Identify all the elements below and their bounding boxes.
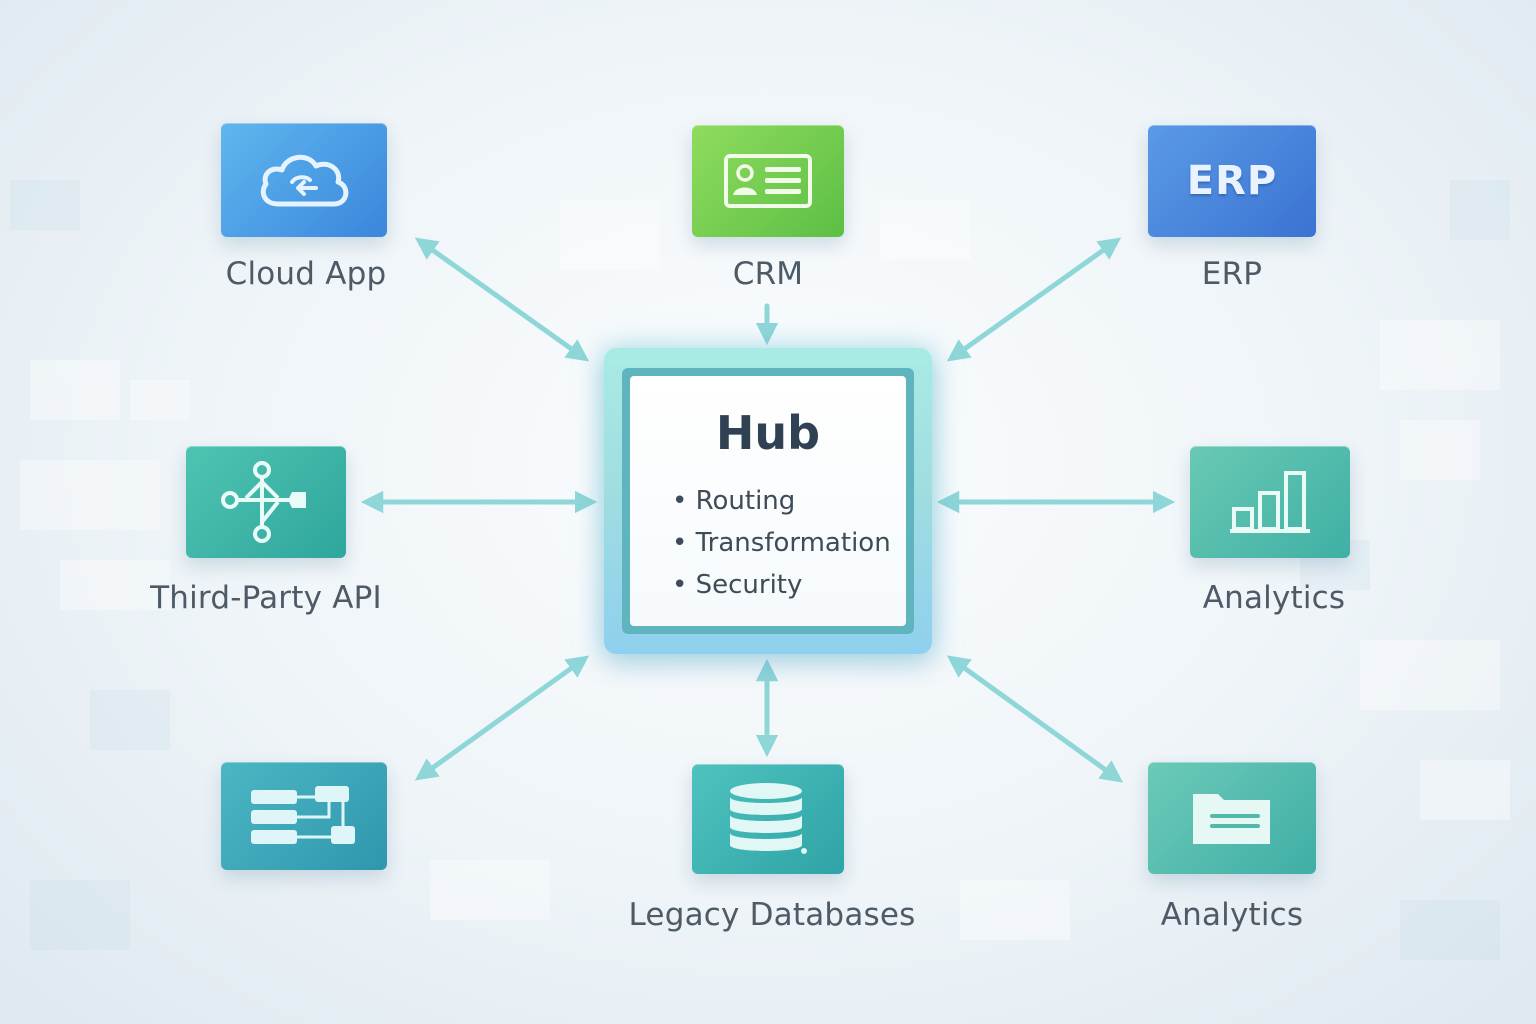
node-label-crm: CRM bbox=[732, 256, 804, 292]
hub-feature-security: Security bbox=[672, 564, 891, 606]
node-label-third-party-api: Third-Party API bbox=[150, 580, 382, 616]
hub-feature-routing: Routing bbox=[672, 480, 891, 522]
analytics-1-tile[interactable] bbox=[1190, 446, 1350, 558]
crm-tile[interactable] bbox=[692, 125, 844, 237]
hub-panel: Hub Routing Transformation Security bbox=[630, 376, 906, 626]
hub-feature-transformation: Transformation bbox=[672, 522, 891, 564]
cloud-sync-icon bbox=[260, 154, 349, 207]
node-label-erp: ERP bbox=[1201, 256, 1263, 292]
node-label-analytics-2: Analytics bbox=[1160, 897, 1304, 933]
legacy-databases-tile[interactable] bbox=[692, 764, 844, 874]
folder-icon bbox=[1193, 794, 1270, 844]
node-label-analytics-1: Analytics bbox=[1202, 580, 1346, 616]
cloud-app-tile[interactable] bbox=[221, 123, 387, 237]
arrow-cloud-app bbox=[414, 237, 590, 362]
hub-feature-list: Routing Transformation Security bbox=[672, 480, 891, 606]
hub-box[interactable]: Hub Routing Transformation Security bbox=[604, 348, 932, 654]
hub-border: Hub Routing Transformation Security bbox=[622, 368, 914, 634]
network-nodes-icon bbox=[221, 461, 306, 543]
node-label-legacy-databases: Legacy Databases bbox=[628, 897, 916, 933]
arrow-workflow bbox=[414, 655, 590, 781]
hub-title: Hub bbox=[715, 406, 821, 460]
database-icon bbox=[730, 783, 807, 854]
arrow-erp bbox=[946, 237, 1122, 362]
node-label-cloud-app: Cloud App bbox=[225, 256, 387, 292]
third-party-api-tile[interactable] bbox=[186, 446, 346, 558]
workflow-tile[interactable] bbox=[221, 762, 387, 870]
bar-chart-icon bbox=[1230, 471, 1310, 533]
erp-badge-icon: ERP bbox=[1186, 158, 1278, 204]
workflow-icon bbox=[251, 786, 355, 844]
contact-card-icon bbox=[724, 154, 812, 208]
analytics-2-tile[interactable] bbox=[1148, 762, 1316, 874]
erp-tile[interactable]: ERP bbox=[1148, 125, 1316, 237]
arrow-analytics-2 bbox=[946, 655, 1124, 783]
